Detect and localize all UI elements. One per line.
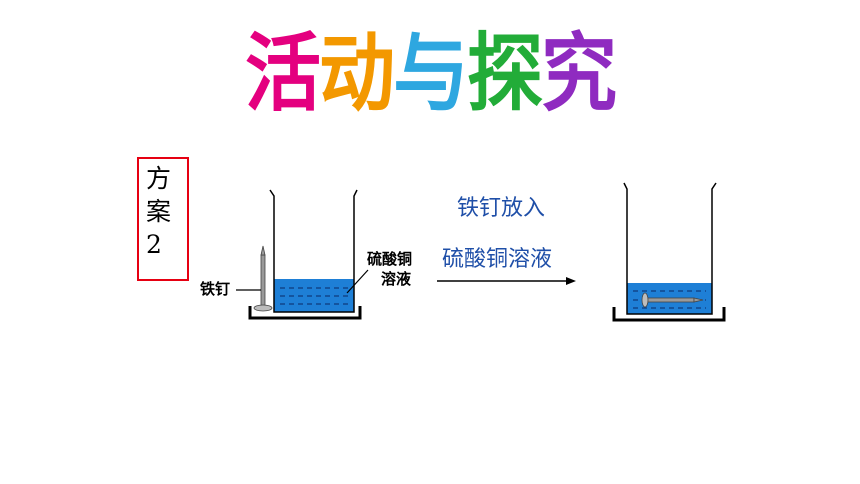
left-beaker-base: [248, 306, 362, 320]
plan-label-line-2: 案: [146, 197, 172, 226]
iron-nail-standing: [253, 245, 273, 312]
solution-label-line-2: 溶液: [381, 270, 412, 288]
title-char-4: 探: [467, 23, 543, 124]
solution-label-line-1: 硫酸铜: [367, 250, 413, 268]
plan-label-line-3: 2: [146, 230, 162, 259]
nail-label: 铁钉: [200, 280, 231, 298]
title-char-3: 与: [393, 23, 469, 124]
solution-label-leader: [346, 269, 369, 294]
iron-nail-submerged: [641, 292, 704, 308]
title-char-2: 动: [319, 23, 395, 124]
left-beaker-outline: [269, 189, 358, 313]
title-char-1: 活: [245, 23, 321, 124]
plan-label-line-1: 方: [146, 164, 172, 193]
title-char-5: 究: [541, 23, 617, 124]
right-beaker-outline: [623, 182, 717, 315]
plan-label: 方 案 2: [146, 162, 171, 261]
right-beaker-base: [612, 307, 726, 322]
left-beaker: [236, 189, 369, 320]
arrow-caption-line-1: 铁钉放入: [457, 196, 546, 221]
left-beaker-liquid: [274, 279, 354, 312]
plan-label-box: [137, 157, 189, 281]
arrow-caption-line-2: 硫酸铜溶液: [442, 247, 553, 272]
right-beaker: [612, 182, 726, 322]
reaction-arrow: [437, 277, 576, 285]
page-title: 活动与探究: [0, 31, 860, 116]
left-liquid-dashes: [280, 287, 348, 305]
